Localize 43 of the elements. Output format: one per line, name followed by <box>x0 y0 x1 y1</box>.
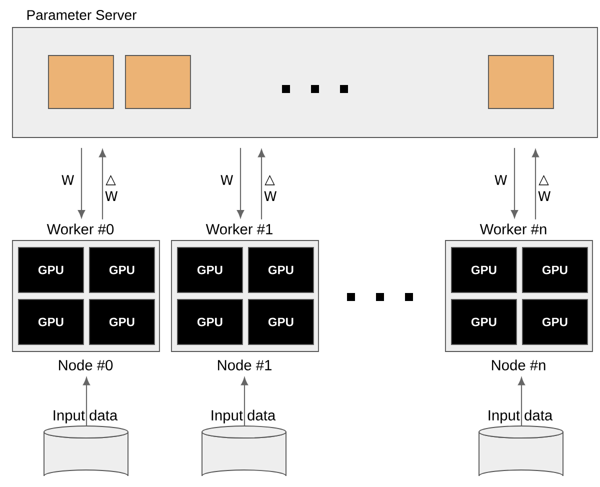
database-cylinder <box>478 426 564 476</box>
worker-title: Worker #n <box>480 224 546 234</box>
data-label: Input data <box>488 410 553 424</box>
gpu-box: GPU <box>248 247 314 293</box>
gpu-box: GPU <box>18 299 84 345</box>
node-label: Node #1 <box>218 360 272 370</box>
parameter-block <box>488 55 554 109</box>
data-label: Input data <box>54 410 118 424</box>
gpu-box: GPU <box>451 247 517 293</box>
node-label: Node #0 <box>59 360 113 370</box>
gpu-box: GPU <box>177 299 243 345</box>
edge-label: W <box>494 175 507 185</box>
database-cylinder <box>44 426 128 476</box>
arrow <box>518 377 526 426</box>
node-label: Node #n <box>492 360 546 370</box>
edge-label: △ W <box>264 175 277 201</box>
gpu-box: GPU <box>89 299 155 345</box>
arrow <box>236 148 244 218</box>
arrow <box>532 149 540 220</box>
arrow <box>240 377 248 426</box>
database-cylinder <box>202 426 286 476</box>
gpu-box: GPU <box>248 299 314 345</box>
arrow <box>258 149 266 220</box>
gpu-box: GPU <box>522 299 588 345</box>
gpu-box: GPU <box>177 247 243 293</box>
arrow <box>82 377 90 426</box>
parameter-block <box>48 55 114 109</box>
parameter-block <box>125 55 191 109</box>
worker-title: Worker #0 <box>46 224 114 234</box>
server-title: Parameter Server <box>27 10 136 20</box>
edge-label: △ W <box>538 175 551 201</box>
gpu-box: GPU <box>89 247 155 293</box>
arrow <box>78 148 86 218</box>
gpu-box: GPU <box>18 247 84 293</box>
worker-title: Worker #1 <box>206 224 272 234</box>
data-label: Input data <box>212 410 276 424</box>
edge-label: W <box>220 175 233 185</box>
edge-label: △ W <box>105 175 118 201</box>
gpu-box: GPU <box>522 247 588 293</box>
arrow <box>510 148 518 218</box>
arrow <box>98 149 106 220</box>
edge-label: W <box>62 175 74 185</box>
gpu-box: GPU <box>451 299 517 345</box>
